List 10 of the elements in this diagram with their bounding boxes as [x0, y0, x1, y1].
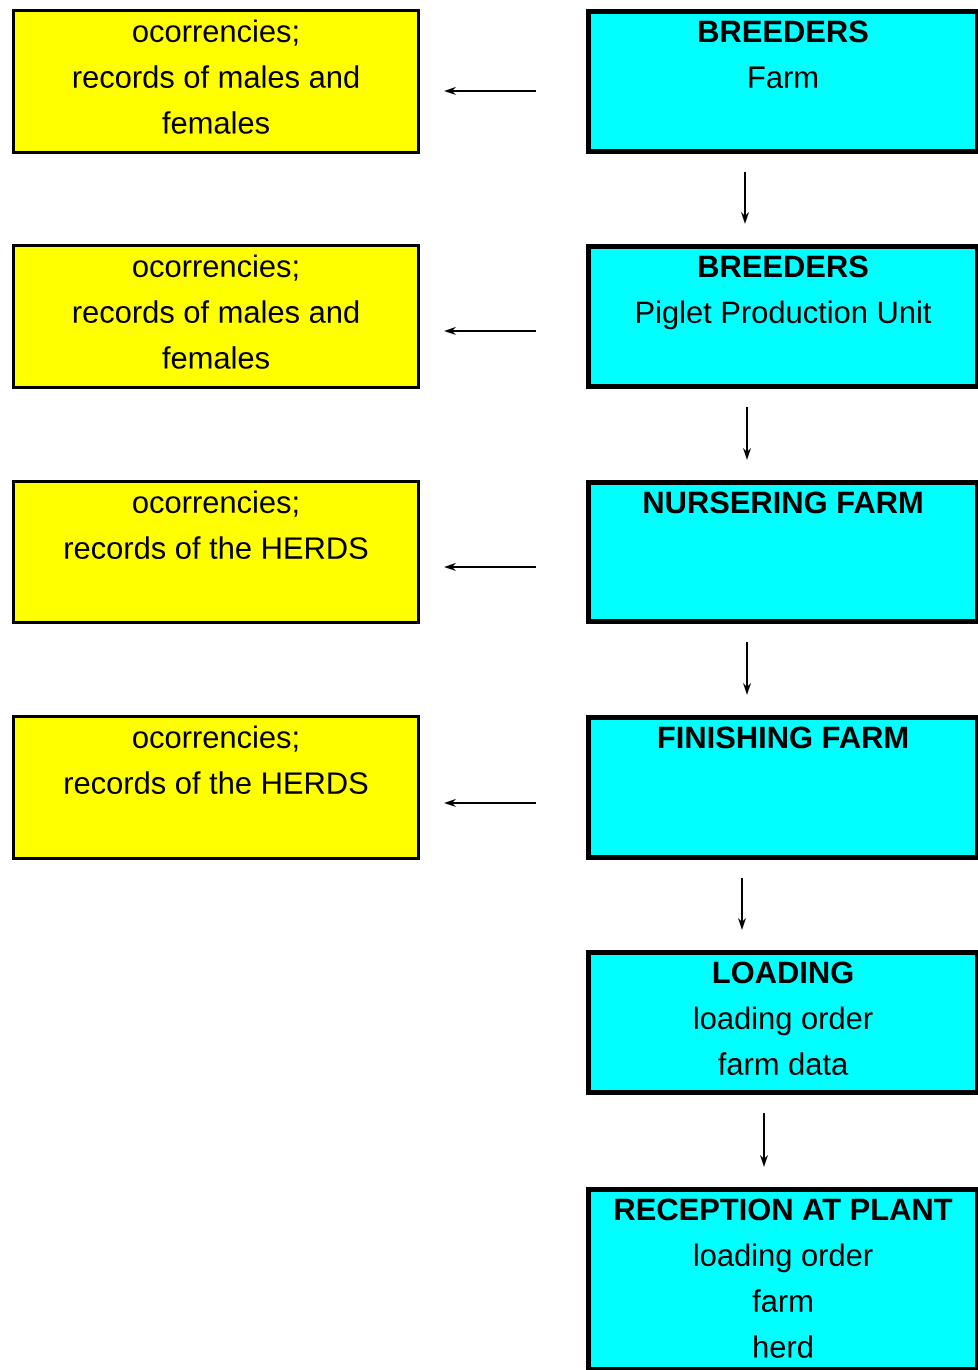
- records-box: ocorrencies; records of the HERDS: [12, 480, 420, 624]
- stage-box: FINISHING FARM: [586, 715, 978, 860]
- records-box: ocorrencies; records of males and females: [12, 9, 420, 154]
- stage-box: NURSERING FARM: [586, 480, 978, 624]
- records-box: ocorrencies; records of males and females: [12, 244, 420, 389]
- stage-box: RECEPTION AT PLANT loading order farm herd: [586, 1187, 978, 1370]
- stage-box: BREEDERS Piglet Production Unit: [586, 244, 978, 389]
- stage-box: BREEDERS Farm: [586, 9, 978, 154]
- records-box: ocorrencies; records of the HERDS: [12, 715, 420, 860]
- stage-box: LOADING loading order farm data: [586, 950, 978, 1095]
